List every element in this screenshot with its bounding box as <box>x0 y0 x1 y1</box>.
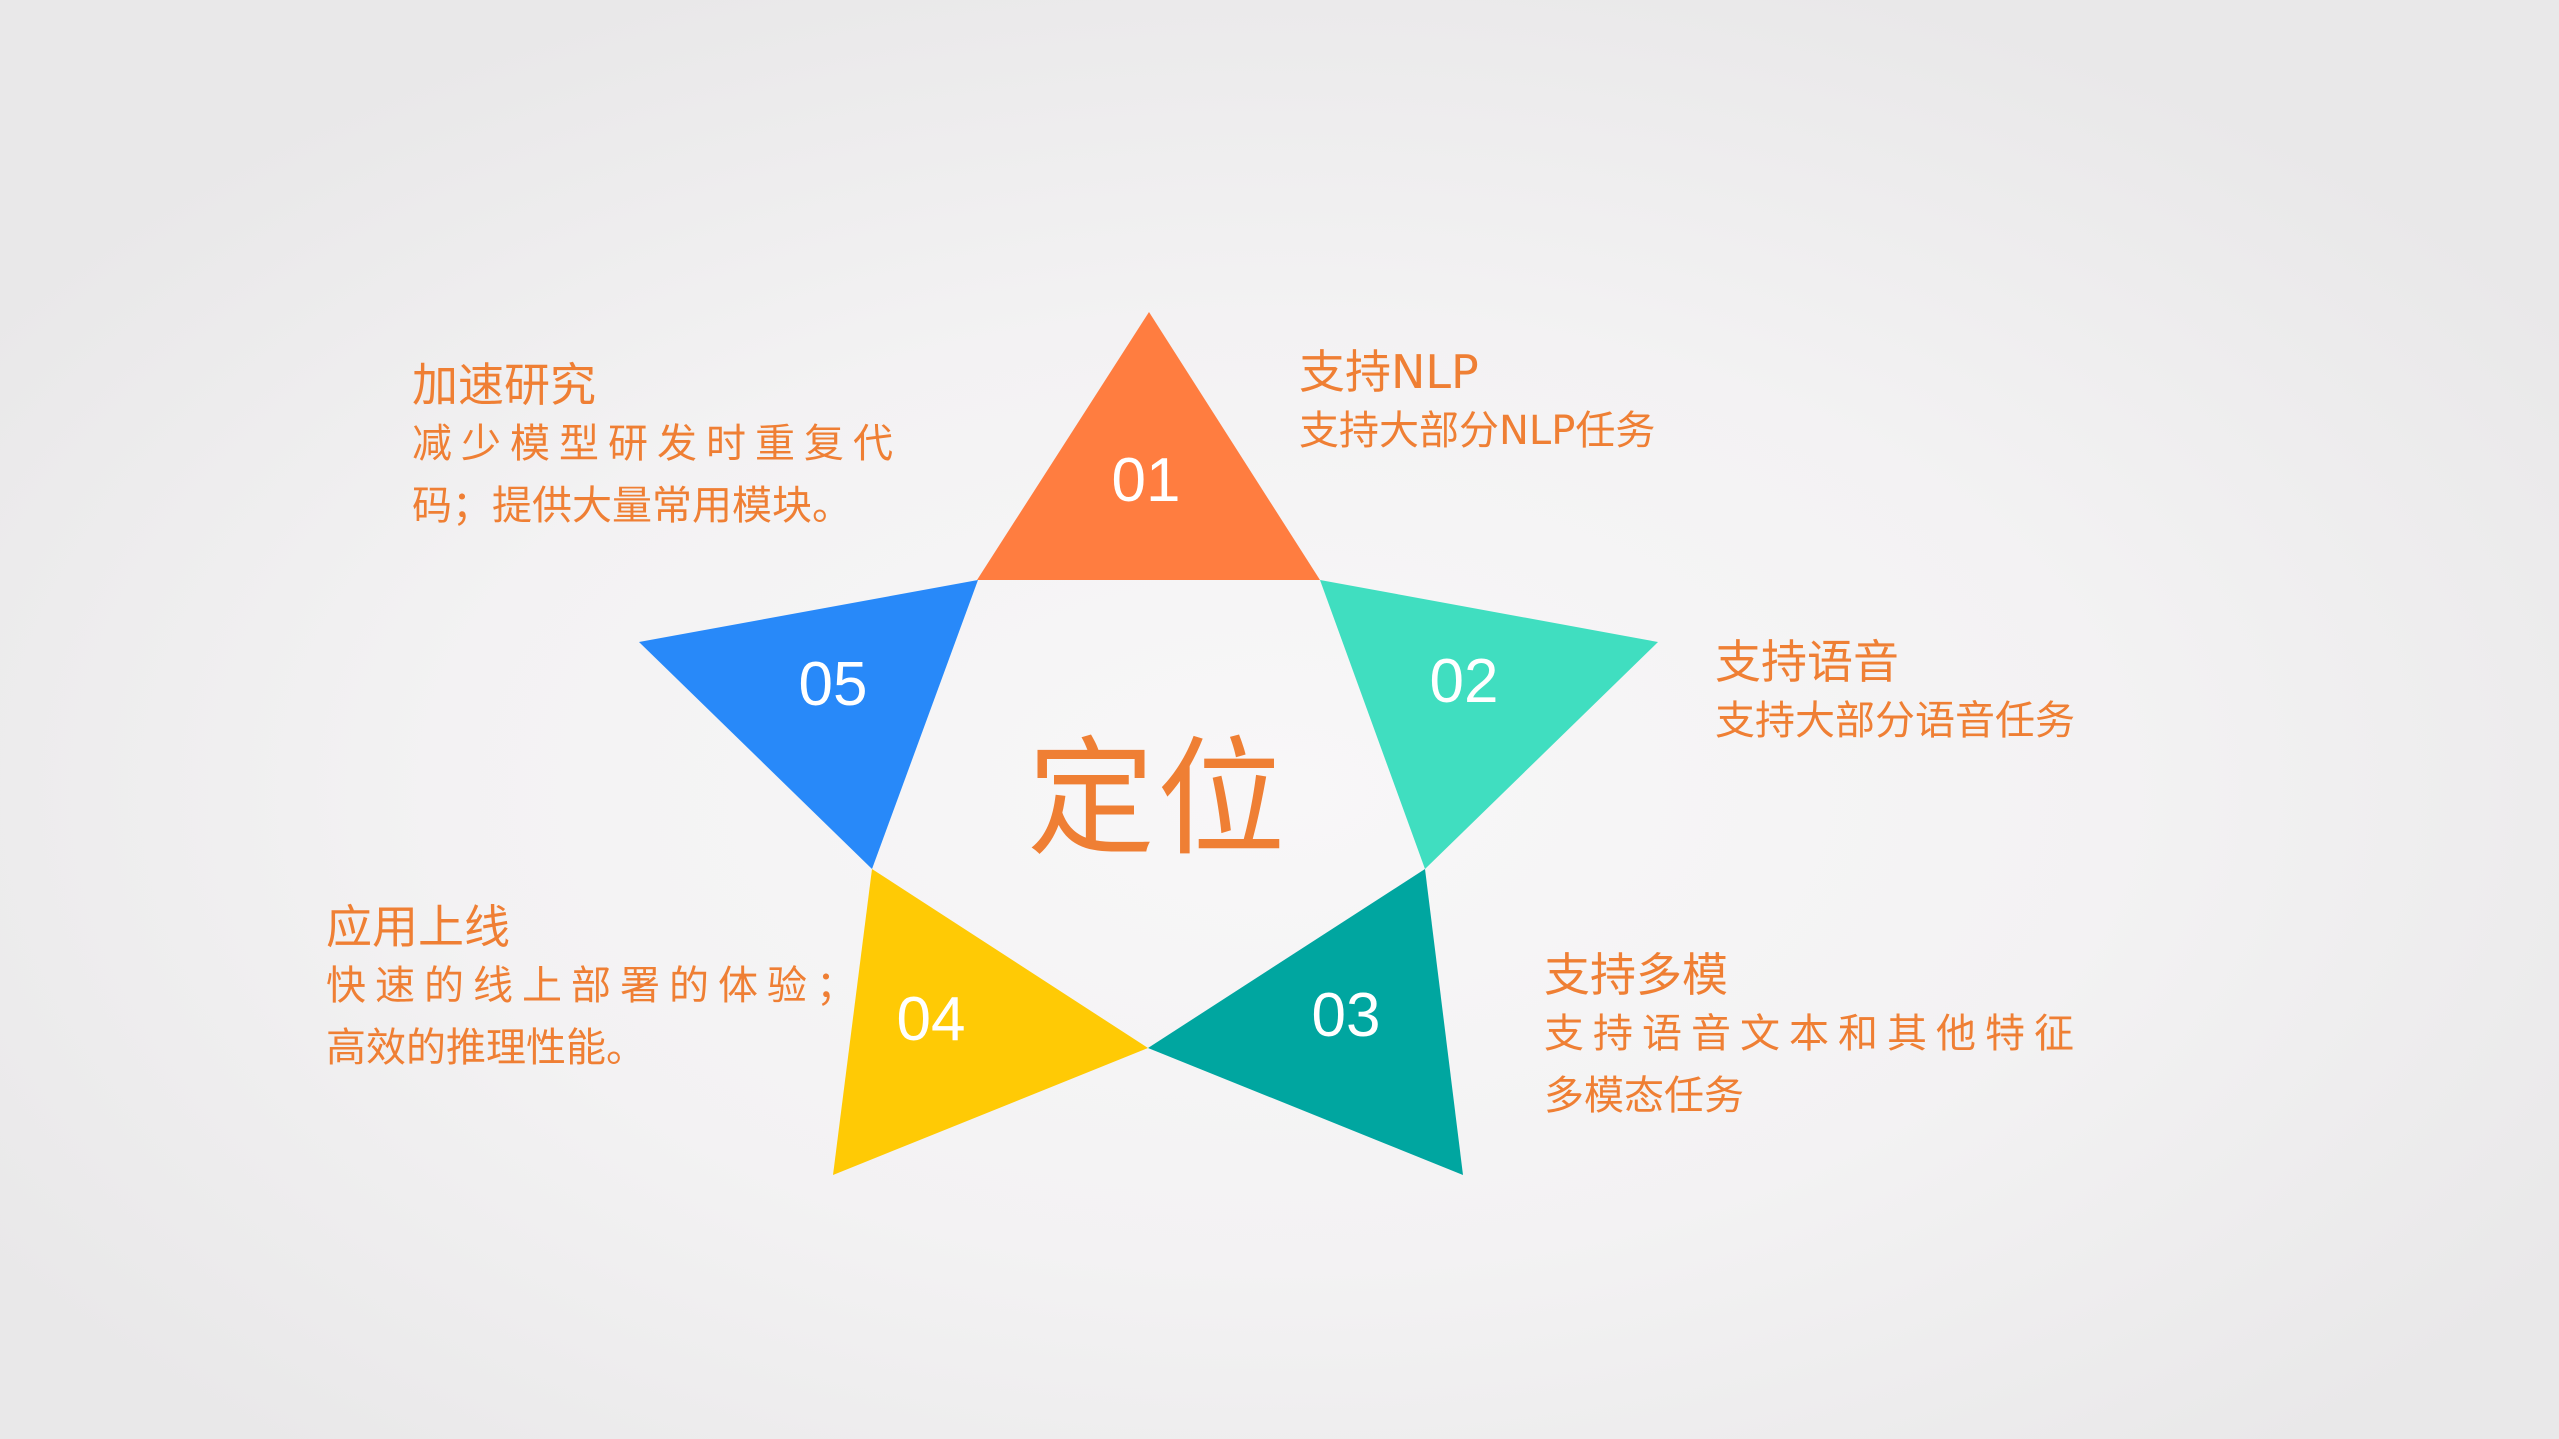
segment-05-description-line-2: 码；提供大量常用模块。 <box>412 483 852 529</box>
segment-01-description-line-1: 支持大部分NLP任务 <box>1299 408 1656 454</box>
segment-02-description-line-1: 支持大部分语音任务 <box>1715 698 2075 744</box>
segment-01-heading: 支持NLP <box>1299 345 1479 399</box>
center-title: 定位 <box>1026 725 1288 874</box>
segment-05-number: 05 <box>798 650 868 719</box>
segment-03-heading: 支持多模 <box>1544 948 1728 1002</box>
segment-04-triangle <box>833 869 1148 1175</box>
segment-05-text: 加速研究 减少模型研发时重复代 码；提供大量常用模块。 <box>412 357 902 537</box>
segment-05-heading: 加速研究 <box>412 358 596 412</box>
segment-03-description-line-2: 多模态任务 <box>1544 1073 1744 1119</box>
segment-02-number: 02 <box>1429 647 1499 716</box>
segment-05-triangle <box>639 580 978 869</box>
segment-01-number: 01 <box>1111 446 1181 515</box>
segment-03-text: 支持多模 支持语音文本和其他特征 多模态任务 <box>1544 947 2083 1127</box>
segment-04-text: 应用上线 快速的线上部署的体验； 高效的推理性能。 <box>326 899 865 1079</box>
segment-04-heading: 应用上线 <box>326 900 510 954</box>
segment-04-number: 04 <box>896 985 966 1054</box>
segment-05-description-line-1: 减少模型研发时重复代 <box>412 421 902 467</box>
segment-03-triangle <box>1148 869 1463 1175</box>
segment-01-triangle <box>977 312 1320 580</box>
segment-02-triangle <box>1320 580 1658 869</box>
segment-02-heading: 支持语音 <box>1715 635 1899 689</box>
segment-01-text: 支持NLP 支持大部分NLP任务 <box>1299 344 1655 462</box>
segment-04-description-line-2: 高效的推理性能。 <box>326 1025 646 1071</box>
segment-03-description-line-1: 支持语音文本和其他特征 <box>1544 1011 2083 1057</box>
segment-04-description-line-1: 快速的线上部署的体验； <box>326 963 865 1009</box>
segment-03-number: 03 <box>1311 981 1381 1050</box>
segment-02-text: 支持语音 支持大部分语音任务 <box>1715 634 2075 752</box>
